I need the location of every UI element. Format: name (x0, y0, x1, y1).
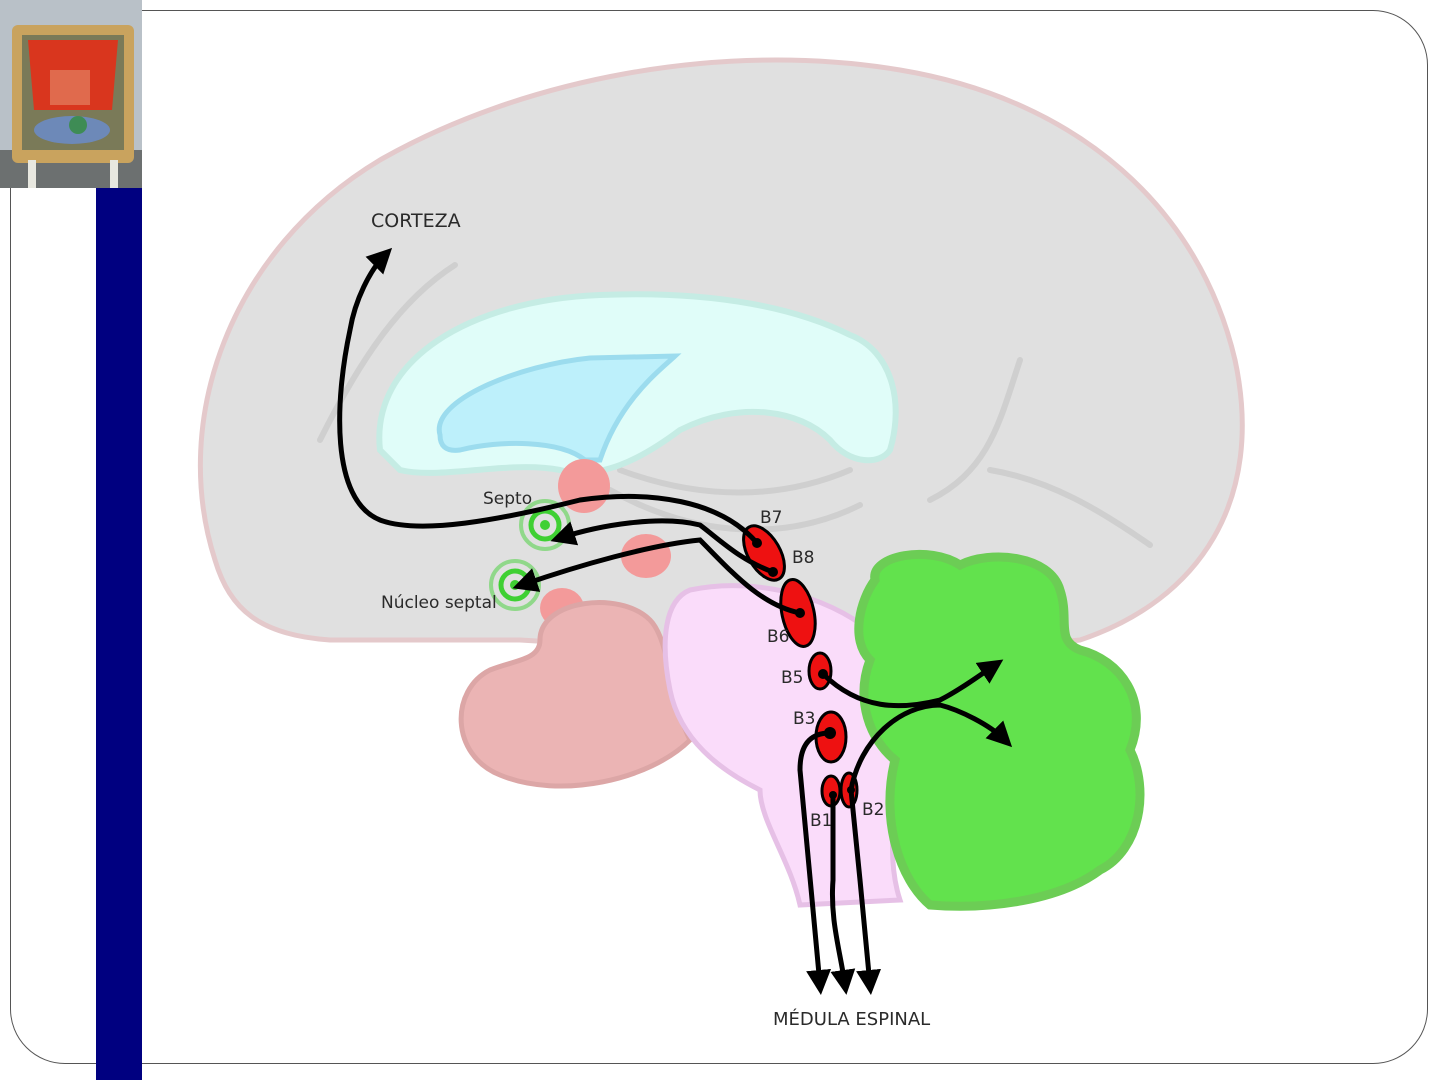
brainstem (662, 583, 904, 908)
label-B2: B2 (862, 800, 884, 820)
thalamus-node-middle (621, 534, 671, 578)
label-B6: B6 (767, 627, 789, 647)
label-B7: B7 (760, 508, 782, 528)
label-B1: B1 (810, 811, 832, 831)
label-B3: B3 (793, 709, 815, 729)
pathway-to-septal-nucleus (512, 537, 803, 616)
accent-bar (96, 188, 142, 1080)
label-septum: Septo (483, 489, 532, 509)
mural-building-photo (0, 0, 142, 188)
label-spinal-cord: MÉDULA ESPINAL (773, 1008, 930, 1030)
lateral-ventricle (436, 353, 682, 463)
pathway-spinal-1 (797, 730, 833, 995)
pathway-to-septum (550, 518, 776, 575)
serotonin-pathways (337, 247, 1013, 995)
label-B5: B5 (781, 668, 803, 688)
label-cortex: CORTEZA (371, 210, 461, 232)
pathway-spinal-3 (848, 787, 882, 995)
label-septal-nucleus: Núcleo septal (381, 593, 497, 613)
pathway-to-cortex (337, 247, 760, 546)
sulci (317, 262, 1153, 548)
pathway-spinal-2 (829, 792, 856, 995)
logo-image (0, 0, 142, 188)
label-B8: B8 (792, 548, 814, 568)
pathway-to-cerebellum-upper (820, 659, 1004, 709)
pituitary (458, 600, 694, 789)
pathway-to-cerebellum-lower (848, 702, 1013, 793)
